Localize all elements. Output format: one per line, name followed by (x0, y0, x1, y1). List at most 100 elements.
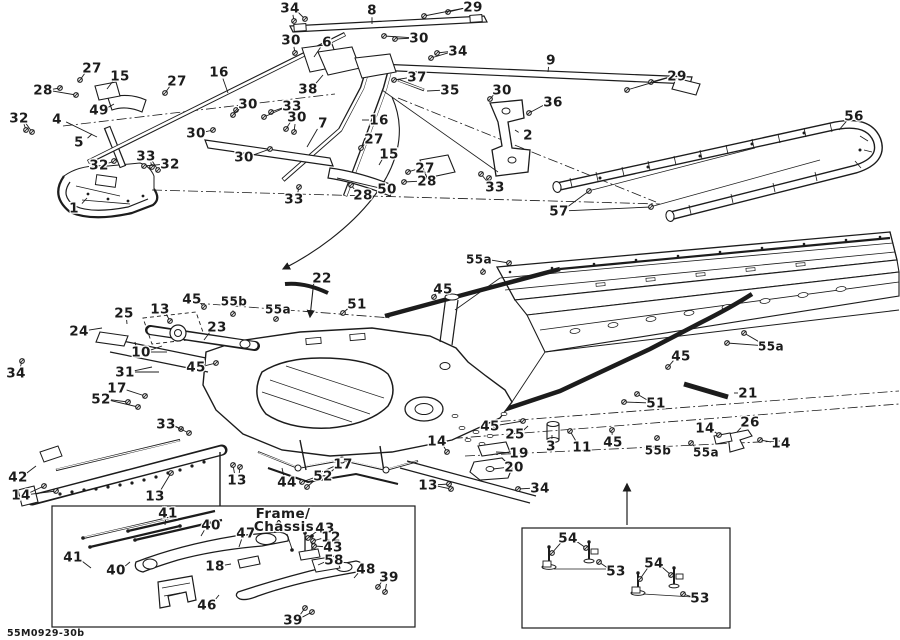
callout-43: 43 (323, 540, 343, 556)
callout-34: 34 (448, 44, 468, 60)
heat-strip-55a (469, 292, 754, 424)
bolt-icon (162, 90, 168, 96)
callout-32: 32 (9, 111, 29, 127)
bolt-icon (77, 77, 83, 83)
bolt-icon (230, 311, 236, 317)
inset-box-frame (51, 505, 416, 628)
leader-line (306, 128, 318, 148)
bolt-icon (321, 475, 327, 481)
callout-39: 39 (283, 613, 303, 629)
bolt-icon (142, 393, 148, 399)
callout-14: 14 (427, 434, 447, 450)
bolt-icon (526, 110, 532, 116)
bolt-icon (634, 391, 640, 397)
callout-55a: 55a (758, 340, 784, 354)
leader-line (726, 342, 759, 346)
bolt-icon (23, 127, 29, 133)
bolt-icon (291, 18, 297, 24)
leader-line (378, 159, 383, 166)
leader-line (26, 465, 37, 474)
callout-28: 28 (33, 83, 53, 99)
bolt-icon (125, 399, 131, 405)
leader-line (383, 35, 410, 39)
leader-line (110, 399, 129, 403)
bolt-icon (291, 129, 297, 135)
bolt-icon (448, 486, 454, 492)
callout-33: 33 (284, 192, 304, 208)
bolt-icon (299, 479, 305, 485)
callout-15: 15 (110, 69, 130, 85)
bolt-icon (309, 609, 315, 615)
bolt-icon (665, 364, 671, 370)
bolt-icon (29, 129, 35, 135)
heat-strip-22 (284, 281, 329, 295)
leader-line (253, 148, 271, 156)
callout-13: 13 (418, 478, 438, 494)
leader-line (838, 120, 848, 131)
callout-12: 12 (321, 530, 341, 546)
callout-14: 14 (11, 488, 31, 504)
bolt-icon (668, 572, 674, 578)
callout-32: 32 (160, 157, 180, 173)
leader-line (567, 190, 590, 208)
leader-line (134, 366, 153, 372)
bolt-icon (230, 462, 236, 468)
callout-38: 38 (298, 82, 318, 98)
leader-line (523, 425, 529, 431)
leader-line (317, 561, 325, 566)
callout-14: 14 (771, 436, 791, 452)
bolt-icon (621, 399, 627, 405)
leader-line (52, 90, 77, 96)
callout-17: 17 (107, 381, 127, 397)
callout-15: 15 (379, 147, 399, 163)
bolt-icon (716, 432, 722, 438)
bolt-icon (480, 269, 486, 275)
bolt-icon (431, 294, 437, 300)
bolt-icon (233, 107, 239, 113)
bolt-icon (478, 171, 484, 177)
callout-30: 30 (234, 150, 254, 166)
leader-line (30, 490, 57, 495)
bolt-icon (583, 545, 589, 551)
callout-45: 45 (671, 349, 691, 365)
bolt-icon (19, 358, 25, 364)
suspension-parts-drawing (257, 420, 753, 504)
callout-51: 51 (347, 297, 367, 313)
callout-42: 42 (8, 470, 28, 486)
callout-23: 23 (207, 320, 227, 336)
callout-22: 22 (312, 271, 332, 287)
callout-36: 36 (543, 95, 563, 111)
bolt-icon (340, 310, 346, 316)
callout-48: 48 (356, 562, 376, 578)
leader-line (492, 467, 505, 470)
callout-14: 14 (695, 421, 715, 437)
callout-58: 58 (324, 553, 344, 569)
bolt-icon (688, 440, 694, 446)
callout-54: 54 (558, 531, 578, 547)
bolt-icon (268, 109, 274, 115)
callout-33: 33 (136, 149, 156, 165)
leader-line (214, 594, 220, 601)
leader-line (514, 129, 519, 133)
callout-5: 5 (74, 135, 84, 151)
bolt-icon (311, 543, 317, 549)
bolt-icon (310, 538, 316, 544)
bolt-icon (186, 430, 192, 436)
leader-line (736, 426, 743, 433)
bolt-icon (757, 437, 763, 443)
callout-13: 13 (227, 473, 247, 489)
leader-line (568, 206, 652, 212)
callout-27: 27 (82, 61, 102, 77)
callout-51: 51 (646, 396, 666, 412)
callout-33: 33 (282, 99, 302, 115)
bolt-icon (111, 158, 117, 164)
bolt-icon (520, 418, 526, 424)
callout-25: 25 (114, 306, 134, 322)
callout-29: 29 (667, 69, 687, 85)
callout-39: 39 (379, 570, 399, 586)
leader-line (124, 561, 131, 567)
bolt-icon (167, 318, 173, 324)
callout-40: 40 (201, 518, 221, 534)
